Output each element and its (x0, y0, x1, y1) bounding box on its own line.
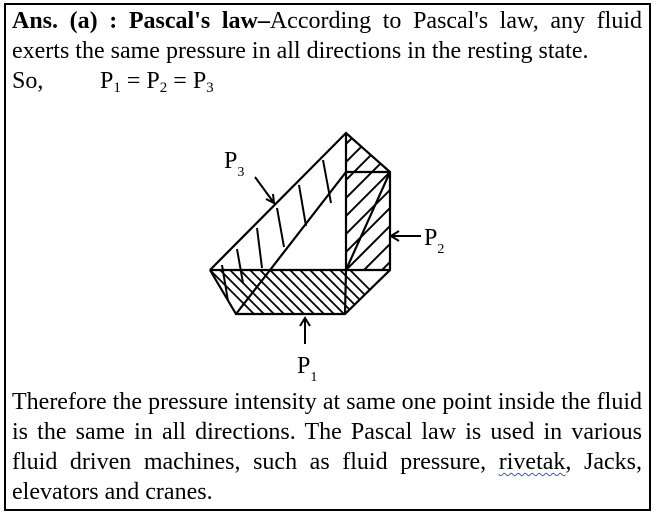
answer-heading: Ans. (a) : Pascal's law– (12, 8, 270, 34)
arrow-p2 (389, 230, 421, 242)
equation-line: So, P1 = P2 = P3 (12, 66, 642, 96)
intro-text: According to Pascal's law, any fluid exe… (12, 8, 643, 64)
label-p1: P1 (297, 353, 317, 385)
arrow-p1 (299, 316, 311, 344)
arrow-p3 (254, 176, 276, 205)
rivetak-word: rivetak (498, 449, 566, 475)
ans-prefix: Ans. (a) : Pascal's law (12, 8, 258, 34)
answer-box (4, 3, 651, 511)
label-p2: P2 (424, 225, 444, 257)
so-label: So, (12, 68, 44, 94)
inclined-face-hatch (221, 159, 332, 302)
ans-dash: – (257, 8, 270, 34)
equation: P1 = P2 = P3 (100, 68, 214, 96)
label-p3: P3 (224, 148, 244, 180)
answer-intro: Ans. (a) : Pascal's law–According to Pas… (12, 6, 642, 96)
prism-outline (209, 131, 392, 316)
conclusion-text: Therefore the pressure intensity at same… (12, 389, 642, 505)
